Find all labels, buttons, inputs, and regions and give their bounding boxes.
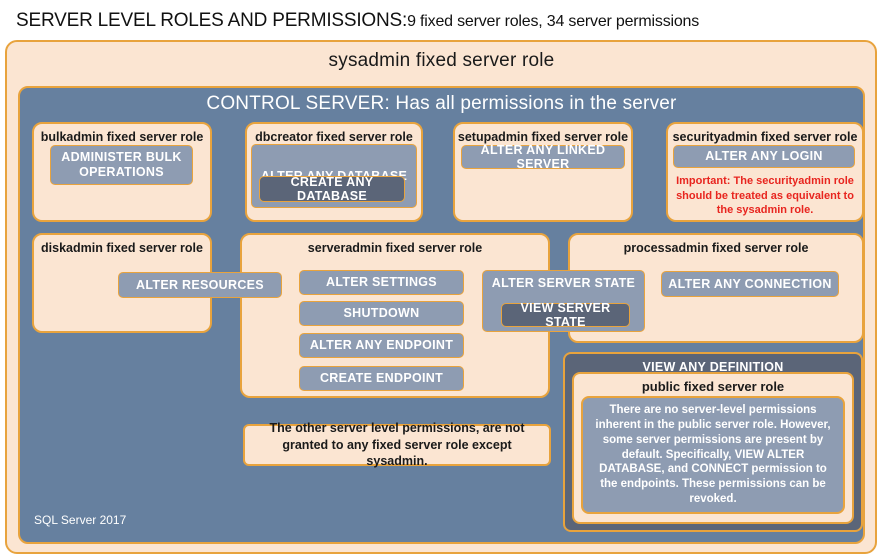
role-label-dbcreator: dbcreator fixed server role [255, 130, 413, 144]
role-box-securityadmin: securityadmin fixed server role [666, 122, 864, 222]
permission-alter-any-login[interactable]: ALTER ANY LOGIN [673, 145, 855, 168]
role-label-setupadmin: setupadmin fixed server role [457, 130, 629, 144]
role-box-setupadmin: setupadmin fixed server role [453, 122, 633, 222]
title-heading: SERVER LEVEL ROLES AND PERMISSIONS: [16, 10, 408, 31]
role-label-securityadmin: securityadmin fixed server role [672, 130, 858, 144]
securityadmin-warning-text: Important: The securityadmin role should… [676, 175, 854, 217]
control-server-label: CONTROL SERVER: Has all permissions in t… [206, 93, 677, 114]
permission-view-any-definition[interactable]: VIEW ANY DEFINITION [642, 360, 784, 374]
permission-view-server-state[interactable]: VIEW SERVER STATE [501, 301, 630, 329]
sql-server-version-label: SQL Server 2017 [34, 513, 127, 527]
sysadmin-role-label: sysadmin fixed server role [328, 50, 555, 71]
permission-administer-bulk-operations[interactable]: ADMINISTER BULK OPERATIONS [50, 145, 193, 185]
permission-alter-any-endpoint[interactable]: ALTER ANY ENDPOINT [299, 333, 464, 358]
permission-create-any-database[interactable]: CREATE ANY DATABASE [259, 175, 405, 203]
other-permissions-note: The other server level permissions, are … [243, 421, 551, 468]
page-title: SERVER LEVEL ROLES AND PERMISSIONS:9 fix… [16, 10, 876, 36]
role-label-bulkadmin: bulkadmin fixed server role [40, 130, 204, 144]
title-subheading: 9 fixed server roles, 34 server permissi… [407, 13, 700, 30]
permission-alter-resources[interactable]: ALTER RESOURCES [118, 272, 282, 298]
permission-create-endpoint[interactable]: CREATE ENDPOINT [299, 366, 464, 391]
public-role-note: There are no server-level permissions in… [581, 396, 845, 514]
permission-alter-settings[interactable]: ALTER SETTINGS [299, 270, 464, 295]
permission-alter-any-connection[interactable]: ALTER ANY CONNECTION [661, 271, 839, 297]
permission-alter-any-linked-server[interactable]: ALTER ANY LINKED SERVER [461, 143, 625, 171]
permission-shutdown[interactable]: SHUTDOWN [299, 301, 464, 326]
role-label-diskadmin: diskadmin fixed server role [41, 241, 203, 255]
role-label-processadmin: processadmin fixed server role [623, 241, 809, 255]
role-label-public: public fixed server role [641, 379, 785, 394]
role-label-serveradmin: serveradmin fixed server role [307, 241, 483, 255]
